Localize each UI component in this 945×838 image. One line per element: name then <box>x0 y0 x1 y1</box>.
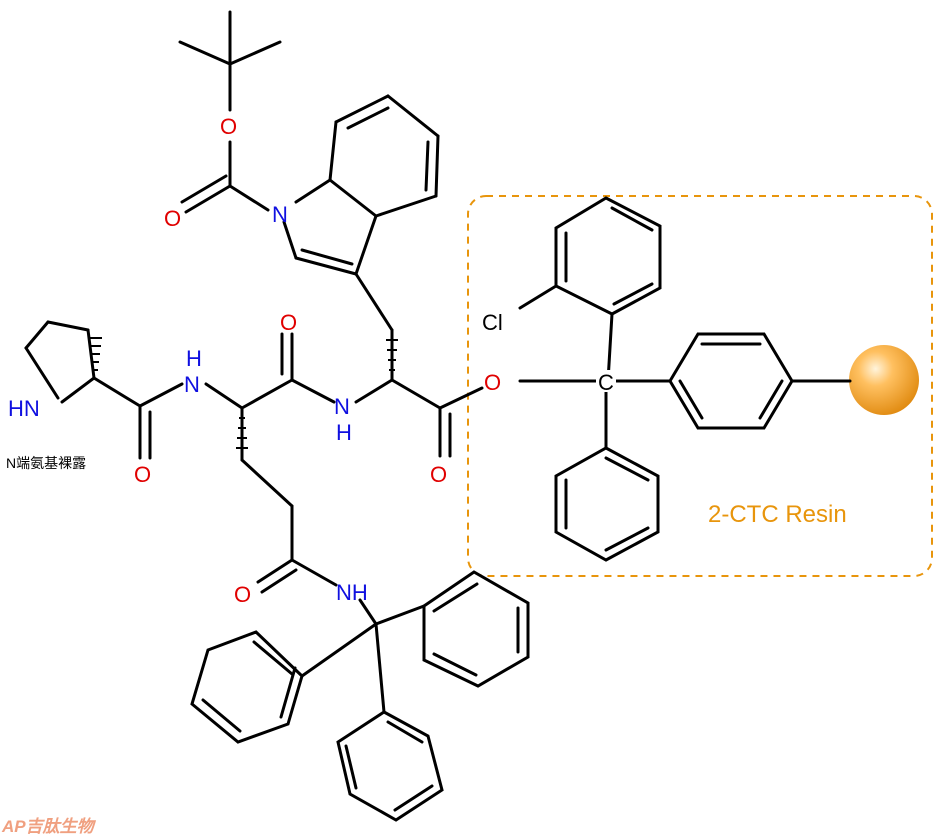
atom-o-boc-carbonyl: O <box>164 206 181 231</box>
atom-n-glutamine: N <box>184 372 200 397</box>
atom-h-tryptophan: H <box>336 420 352 445</box>
stereo-wedges <box>88 337 398 449</box>
n-terminus-note: N端氨基裸露 <box>6 455 86 471</box>
atom-o-tryptophan-carbonyl: O <box>430 462 447 487</box>
atom-n-indole: N <box>272 202 288 227</box>
atom-o-boc-ether: O <box>220 114 237 139</box>
bonds <box>24 10 852 822</box>
atom-n-tryptophan: N <box>334 394 350 419</box>
resin-bead <box>849 345 919 415</box>
atom-c-trityl: C <box>598 370 614 395</box>
atom-hn-proline: HN <box>8 396 40 421</box>
atom-o-glutamine-carbonyl: O <box>280 310 297 335</box>
watermark-logo: AP吉肽生物 <box>1 817 97 836</box>
resin-region-box <box>467 195 933 577</box>
resin-label: 2-CTC Resin <box>708 501 847 528</box>
atom-cl: Cl <box>482 310 503 335</box>
atom-h-glutamine: H <box>186 346 202 371</box>
atom-o-ester: O <box>484 370 501 395</box>
atom-nh-trityl: NH <box>336 580 368 605</box>
atom-labels: HN O H N O N H O O C Cl O O N O NH <box>6 114 616 607</box>
atom-o-glutamine-sidechain: O <box>234 582 251 607</box>
atom-o-proline-carbonyl: O <box>134 462 151 487</box>
